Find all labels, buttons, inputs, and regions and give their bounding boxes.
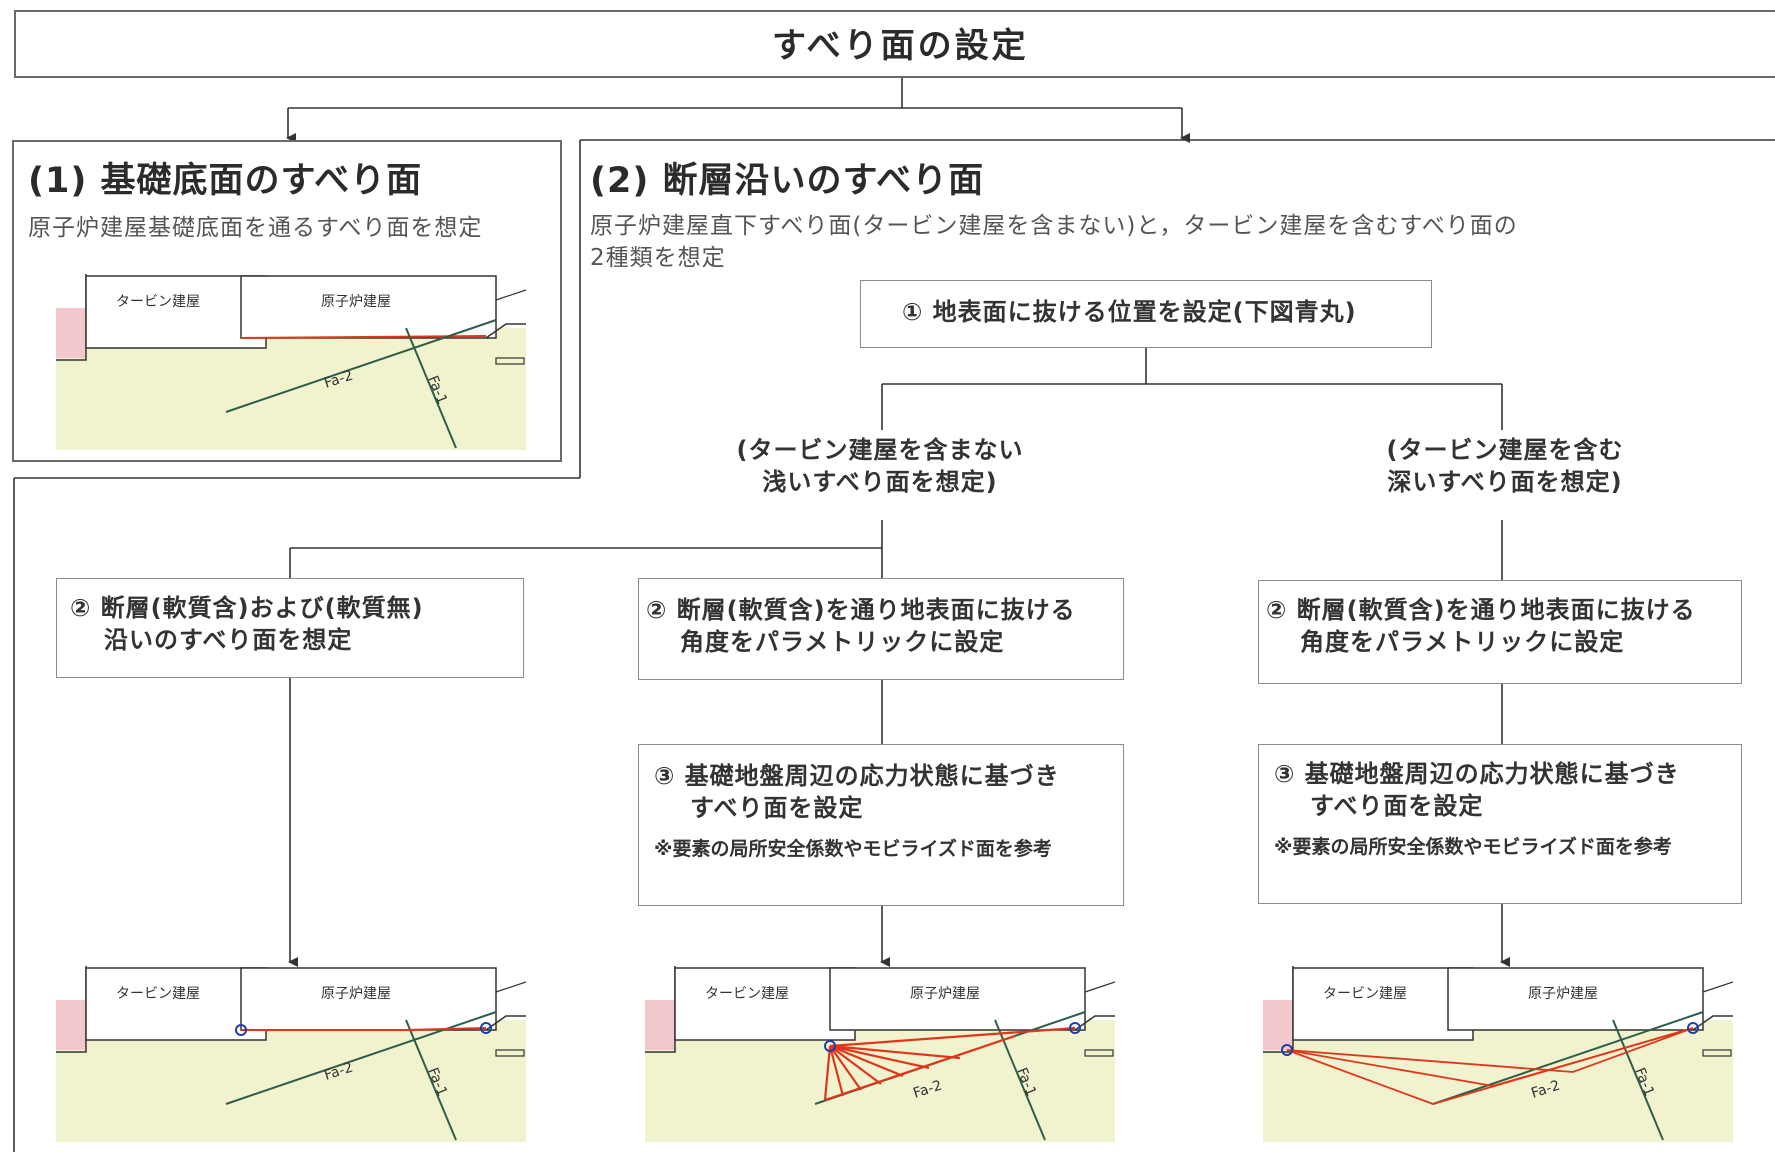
turbine-building xyxy=(85,275,267,349)
step2-fault-line1: ② 断層(軟質含)および(軟質無) xyxy=(70,594,424,622)
fault-fa2 xyxy=(225,319,497,413)
fault-fa2 xyxy=(225,1011,497,1105)
step3-box-shallow xyxy=(638,744,1124,906)
pink-building xyxy=(1263,1000,1293,1050)
pink-building xyxy=(56,308,86,358)
turbine-building xyxy=(1292,967,1474,1041)
step1-box xyxy=(860,280,1432,348)
exit-marker-left xyxy=(235,1024,247,1036)
title-box xyxy=(14,10,1775,78)
step1-label: ① 地表面に抜ける位置を設定(下図青丸) xyxy=(902,298,1357,326)
reactor-building xyxy=(240,275,497,339)
page-title: すべり面の設定 xyxy=(772,26,1029,66)
branch-deep-line1: (タービン建屋を含む xyxy=(1386,436,1624,464)
exit-marker-left xyxy=(1281,1044,1293,1056)
fault-fa1 xyxy=(1612,1019,1664,1141)
branch-deep-line2: 深いすべり面を想定) xyxy=(1387,468,1623,496)
deep-slip-surfaces xyxy=(1286,1027,1694,1105)
step3-deep-line2: すべり面を設定 xyxy=(1310,792,1484,820)
reactor-label: 原子炉建屋 xyxy=(321,986,391,1002)
pink-building xyxy=(645,1000,675,1050)
step3-shallow-line2: すべり面を設定 xyxy=(690,794,864,822)
pink-building xyxy=(56,1000,86,1050)
turbine-label: タービン建屋 xyxy=(705,986,789,1002)
reactor-label: 原子炉建屋 xyxy=(910,986,980,1002)
fault-fa1 xyxy=(405,1019,457,1141)
slope-right xyxy=(485,323,526,339)
step2-fault-box xyxy=(56,578,524,678)
figure-fault-slip: タービン建屋 原子炉建屋 Fa-2 Fa-1 xyxy=(56,966,526,1142)
step2-param-deep-line1: ② 断層(軟質含)を通り地表面に抜ける xyxy=(1266,596,1696,624)
figure-parametric-shallow: タービン建屋 原子炉建屋 Fa-2 Fa-1 xyxy=(645,966,1115,1142)
step3-deep-note: ※要素の局所安全係数やモビライズド面を参考 xyxy=(1274,836,1672,858)
step2-fault-line2: 沿いのすべり面を想定 xyxy=(104,626,353,654)
step2-param-box-shallow xyxy=(638,578,1124,680)
branch-shallow-line1: (タービン建屋を含まない xyxy=(736,436,1024,464)
reactor-label: 原子炉建屋 xyxy=(1528,986,1598,1002)
step2-param-deep-line2: 角度をパラメトリックに設定 xyxy=(1300,628,1625,656)
fault-fa2 xyxy=(1432,1011,1704,1105)
figure-foundation-slip: タービン建屋 原子炉建屋 Fa-2 Fa-1 xyxy=(56,274,526,450)
exit-marker-right xyxy=(480,1022,492,1034)
parametric-slip-fan xyxy=(823,1026,1076,1102)
reactor-building xyxy=(240,967,497,1031)
fault-fa1 xyxy=(405,327,457,449)
exit-marker-right xyxy=(1687,1022,1699,1034)
turbine-label: タービン建屋 xyxy=(116,294,200,310)
panel2-description-line2: 2種類を想定 xyxy=(590,245,726,271)
step3-box-deep xyxy=(1258,744,1742,904)
panel1-heading: (1) 基礎底面のすべり面 xyxy=(28,161,423,201)
turbine-building xyxy=(674,967,856,1041)
exit-marker-left xyxy=(824,1040,836,1052)
panel2-heading: (2) 断層沿いのすべり面 xyxy=(590,161,985,201)
turbine-label: タービン建屋 xyxy=(116,986,200,1002)
slip-surface xyxy=(241,1027,487,1031)
step3-shallow-line1: ③ 基礎地盤周辺の応力状態に基づき xyxy=(654,762,1060,790)
step2-param-box-deep xyxy=(1258,580,1742,684)
reactor-label: 原子炉建屋 xyxy=(321,294,391,310)
exit-marker-right xyxy=(1069,1022,1081,1034)
figure-deep-slip: タービン建屋 原子炉建屋 Fa-2 Fa-1 xyxy=(1263,966,1733,1142)
step2-param-shallow-line2: 角度をパラメトリックに設定 xyxy=(680,628,1005,656)
reactor-building xyxy=(1447,967,1704,1031)
step2-param-shallow-line1: ② 断層(軟質含)を通り地表面に抜ける xyxy=(646,596,1076,624)
step3-deep-line1: ③ 基礎地盤周辺の応力状態に基づき xyxy=(1274,760,1680,788)
turbine-label: タービン建屋 xyxy=(1323,986,1407,1002)
step3-shallow-note: ※要素の局所安全係数やモビライズド面を参考 xyxy=(654,838,1052,860)
panel1-description: 原子炉建屋基礎底面を通るすべり面を想定 xyxy=(28,215,483,241)
reactor-building xyxy=(829,967,1086,1031)
turbine-building xyxy=(85,967,267,1041)
panel2-description-line1: 原子炉建屋直下すべり面(タービン建屋を含まない)と，タービン建屋を含むすべり面の xyxy=(590,213,1518,239)
branch-shallow-line2: 浅いすべり面を想定) xyxy=(762,468,998,496)
